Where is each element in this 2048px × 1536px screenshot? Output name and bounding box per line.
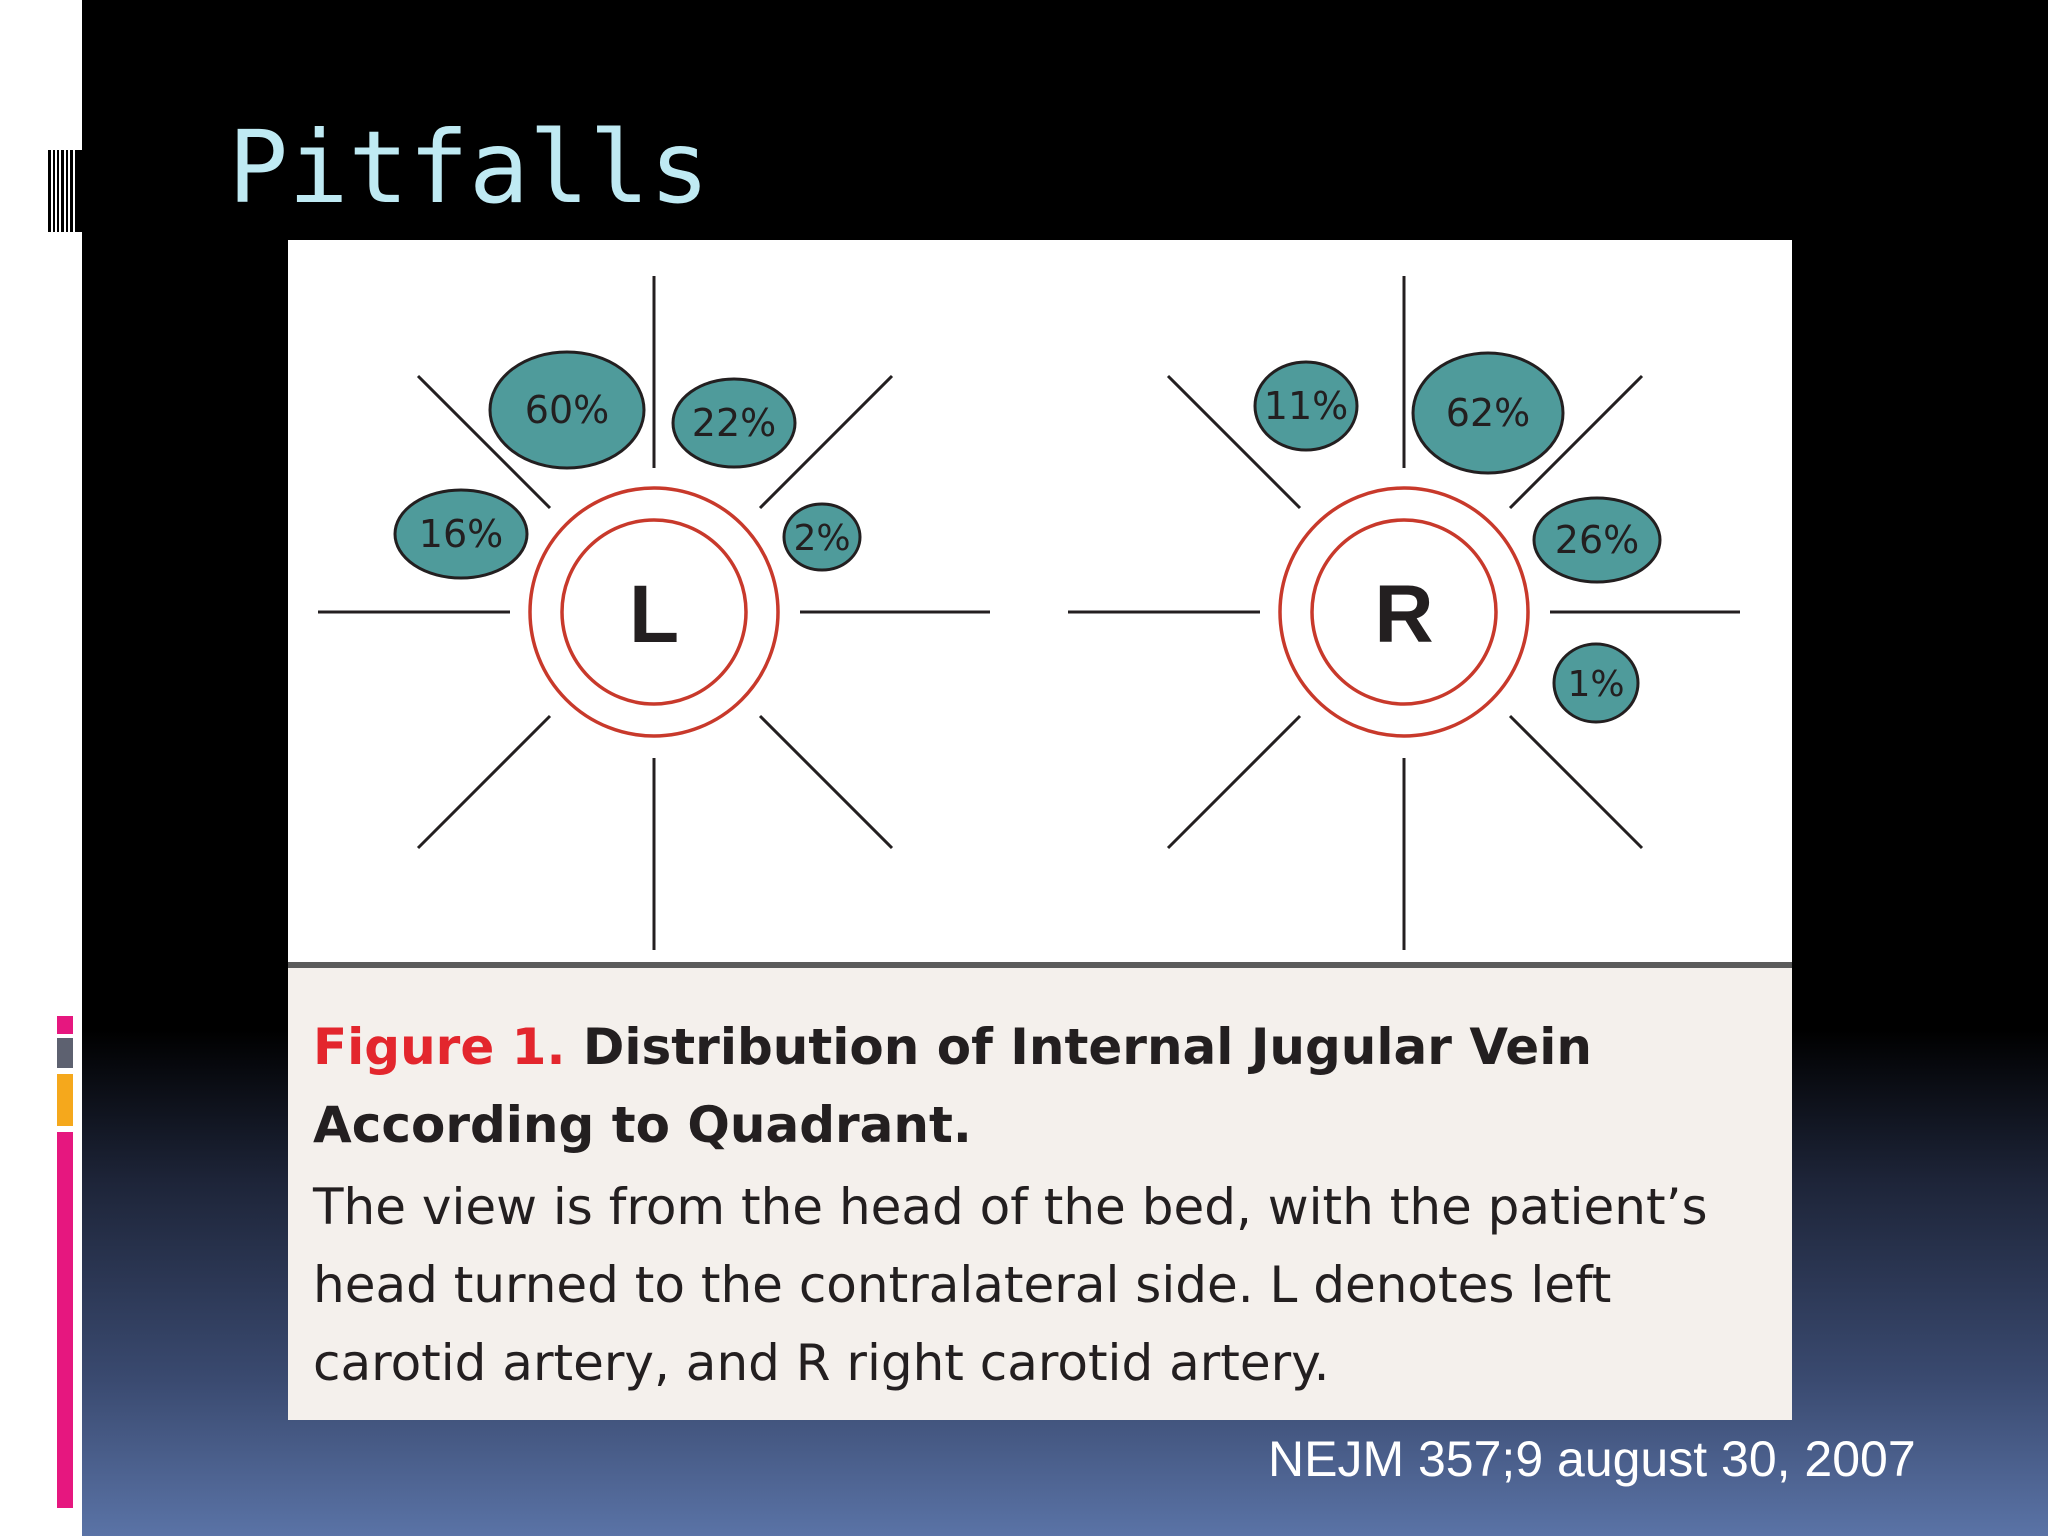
accent-bar-pink-small (57, 1016, 73, 1034)
right-inner-ring (1310, 518, 1498, 706)
left-pct-16: 16% (393, 488, 529, 580)
stripe-pattern (48, 150, 82, 232)
right-pct-1: 1% (1552, 642, 1640, 724)
svg-text:16%: 16% (419, 512, 503, 556)
svg-text:60%: 60% (525, 388, 609, 432)
right-diag-lr (1508, 714, 1644, 850)
left-outer-ring (528, 486, 780, 738)
quadrant-diagram: L 60% 22% 16% 2% R (318, 276, 1740, 950)
right-diag-ll (1166, 714, 1302, 850)
left-decor-strip (0, 0, 82, 1536)
right-diag-ul (1166, 374, 1302, 510)
right-diag-ur (1508, 374, 1644, 510)
source-citation: NEJM 357;9 august 30, 2007 (1268, 1431, 1916, 1487)
left-pct-60: 60% (488, 350, 646, 470)
left-pct-22: 22% (671, 377, 797, 469)
svg-text:26%: 26% (1555, 518, 1639, 562)
slide-title: Pitfalls (228, 109, 710, 226)
left-diag-lr (758, 714, 894, 850)
caption-body: The view is from the head of the bed, wi… (313, 1178, 1708, 1392)
left-inner-ring (560, 518, 748, 706)
figure-panel: L 60% 22% 16% 2% R (288, 240, 1792, 1420)
left-diagram (318, 276, 990, 950)
caption-figure-label: Figure 1. (313, 1018, 566, 1076)
accent-bar-pink-long (57, 1132, 73, 1508)
svg-text:62%: 62% (1446, 391, 1530, 435)
accent-bar-orange (57, 1074, 73, 1126)
right-pct-62: 62% (1411, 351, 1565, 475)
left-artery-label: L (629, 569, 679, 660)
right-artery-label: R (1374, 569, 1433, 660)
right-pct-11: 11% (1253, 360, 1359, 452)
right-pct-26: 26% (1532, 496, 1662, 584)
svg-text:22%: 22% (692, 401, 776, 445)
left-diag-ur (758, 374, 894, 510)
right-outer-ring (1278, 486, 1530, 738)
left-diag-ul (416, 374, 552, 510)
svg-text:11%: 11% (1264, 384, 1348, 428)
left-pct-2: 2% (782, 502, 862, 572)
svg-text:2%: 2% (793, 518, 850, 559)
svg-text:1%: 1% (1567, 664, 1624, 705)
accent-bar-gray (57, 1038, 73, 1068)
figure-caption: Figure 1. Distribution of Internal Jugul… (288, 962, 1792, 1420)
caption-title-text: Distribution of Internal Jugular Vein Ac… (313, 1018, 1592, 1154)
left-diag-ll (416, 714, 552, 850)
right-diagram (1068, 276, 1740, 950)
caption-title: Figure 1. Distribution of Internal Jugul… (313, 1008, 1773, 1164)
